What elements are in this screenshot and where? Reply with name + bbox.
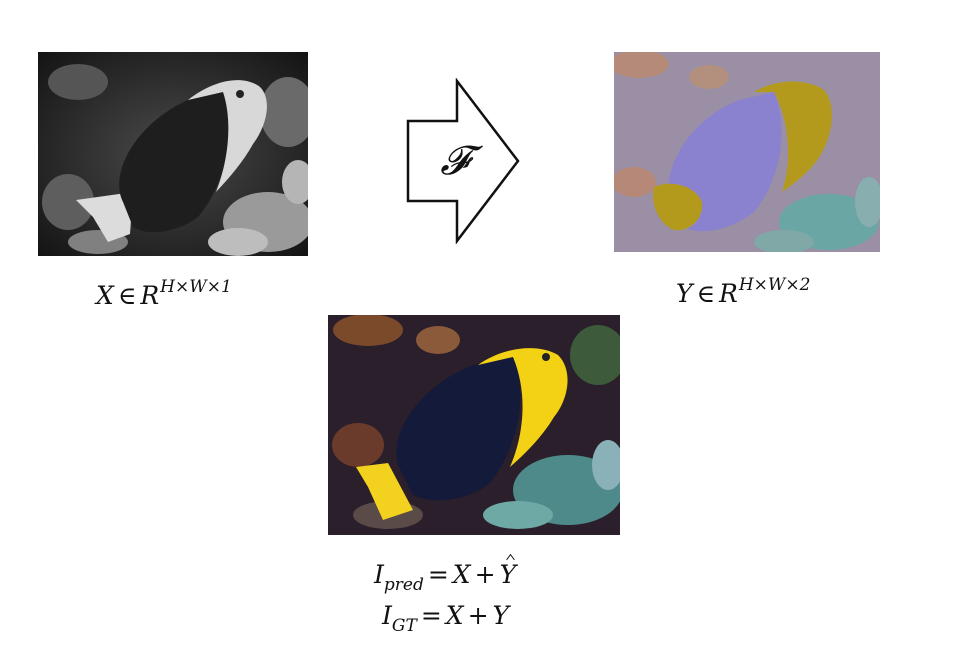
- output-symbol: Y: [676, 279, 693, 308]
- chroma-fish-icon: [614, 52, 880, 252]
- chroma-output-image: [614, 52, 880, 252]
- image-symbol: I: [374, 560, 384, 589]
- right-block-arrow-icon: 𝓕: [406, 78, 520, 244]
- plus-symbol: +: [474, 560, 496, 589]
- element-of-symbol: ∈: [696, 279, 716, 308]
- gt-subscript: GT: [391, 616, 417, 636]
- prediction-equation: Ipred=X+Y: [374, 560, 517, 594]
- predicted-chroma-term: Y: [499, 560, 517, 589]
- input-symbol: X: [96, 281, 114, 310]
- real-space-symbol: R: [140, 281, 160, 310]
- colorized-result-image: [328, 315, 620, 535]
- input-term: X: [445, 601, 464, 630]
- pred-subscript: pred: [383, 575, 424, 595]
- plus-symbol: +: [467, 601, 489, 630]
- ground-truth-equation: IGT=X+Y: [382, 601, 510, 635]
- equals-symbol: =: [420, 601, 442, 630]
- output-space-label: Y∈RH×W×2: [676, 277, 810, 308]
- image-symbol: I: [382, 601, 392, 630]
- chroma-term: Y: [492, 601, 510, 630]
- real-space-symbol: R: [719, 279, 738, 308]
- input-space-label: X∈RH×W×1: [96, 279, 232, 310]
- grayscale-fish-icon: [38, 52, 308, 256]
- output-dimensions: H×W×2: [738, 275, 811, 295]
- color-fish-icon: [328, 315, 620, 535]
- grayscale-input-image: [38, 52, 308, 256]
- element-of-symbol: ∈: [117, 281, 137, 310]
- input-term: X: [452, 560, 471, 589]
- equals-symbol: =: [427, 560, 449, 589]
- input-dimensions: H×W×1: [160, 277, 232, 297]
